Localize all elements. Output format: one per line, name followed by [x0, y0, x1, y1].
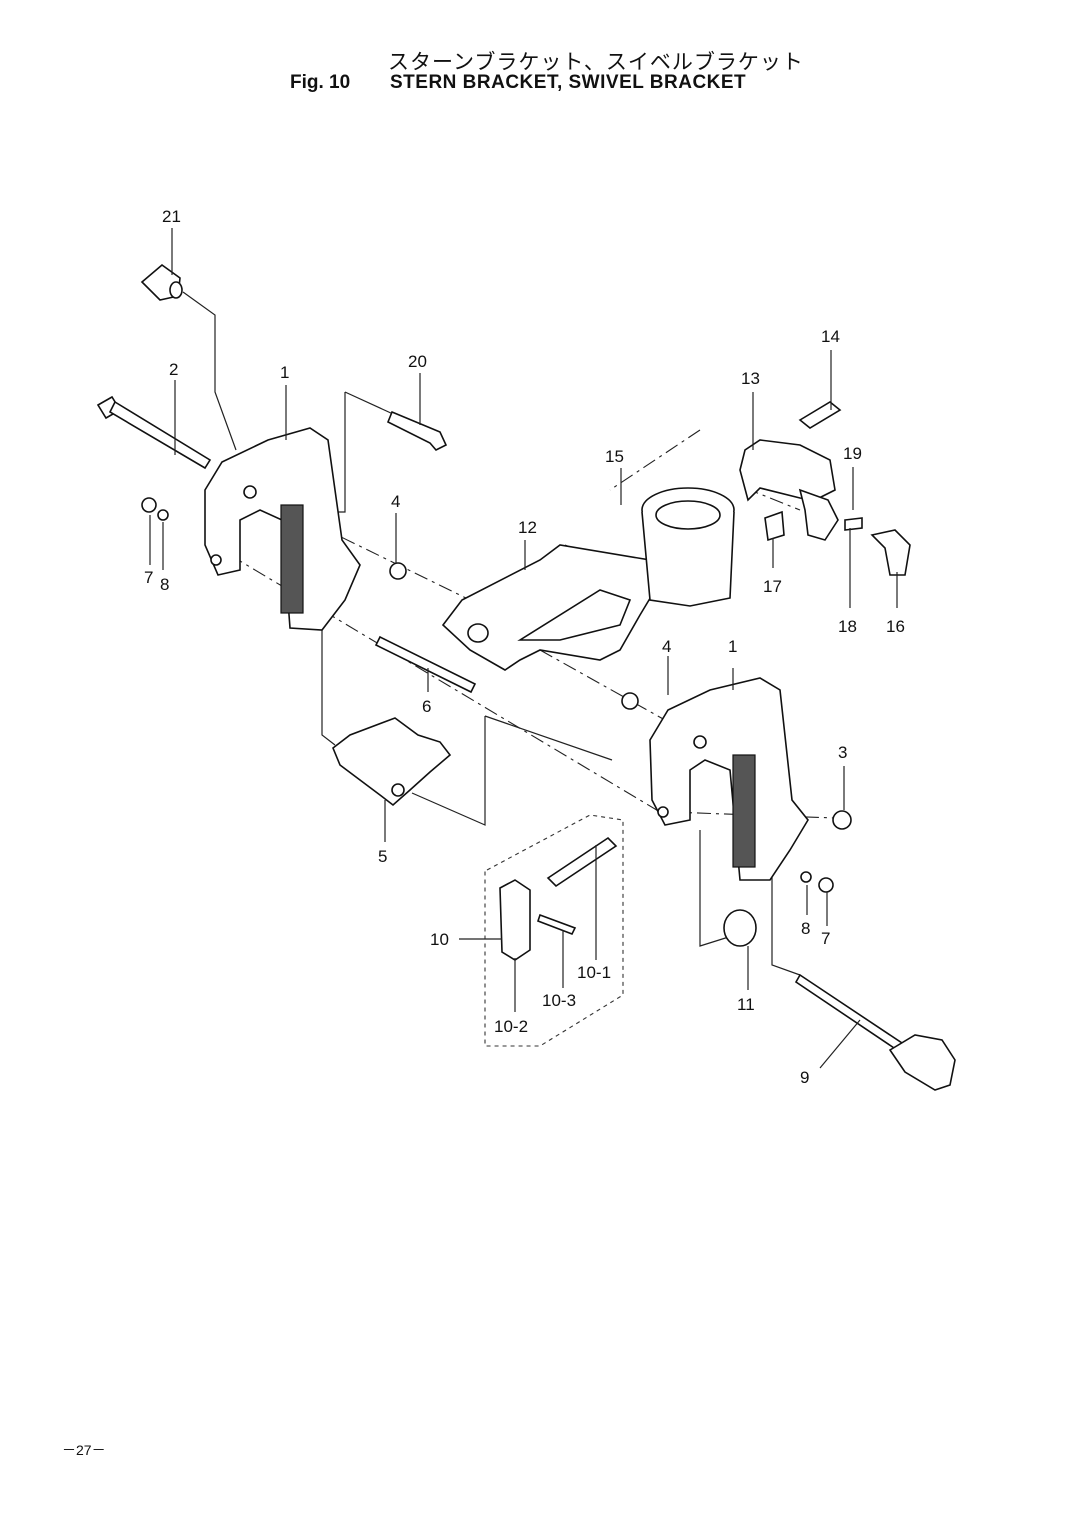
part-17-plate [764, 510, 785, 542]
part-7-8-nut-washer-left [141, 497, 169, 521]
callout-10-2: 10-2 [494, 1017, 528, 1036]
callout-10-1: 10-1 [577, 963, 611, 982]
title-english: STERN BRACKET, SWIVEL BRACKET [390, 72, 747, 93]
part-20-pin [386, 410, 448, 451]
part-4-washer-upper [389, 562, 407, 580]
part-14-bolt [798, 401, 842, 429]
part-2-bolt [96, 395, 212, 470]
part-12-swivel-bracket [441, 544, 656, 671]
part-15-sleeve [641, 487, 735, 607]
part-13-clamp [739, 439, 836, 502]
part-7-8-washer-nut-right [800, 871, 834, 893]
callout-14: 14 [821, 327, 840, 346]
part-1-stern-bracket-right [649, 677, 809, 881]
callout-8-right: 8 [801, 919, 810, 938]
callout-7-left: 7 [144, 568, 153, 587]
callout-4-lower: 4 [662, 637, 671, 656]
part-18-spring [844, 517, 863, 531]
callout-10-3: 10-3 [542, 991, 576, 1010]
part-21-bushing [140, 263, 183, 301]
part-10-2-lever [499, 879, 531, 961]
callout-3: 3 [838, 743, 847, 762]
callout-9: 9 [800, 1068, 809, 1087]
part-1-stern-bracket-left [204, 427, 361, 631]
callout-13: 13 [741, 369, 760, 388]
callout-18: 18 [838, 617, 857, 636]
callout-16: 16 [886, 617, 905, 636]
callout-11: 11 [737, 995, 755, 1014]
part-10-3-screw [536, 913, 577, 936]
callout-5: 5 [378, 847, 387, 866]
part-19-clip [798, 488, 839, 541]
callout-2: 2 [169, 360, 178, 379]
part-6-stud [374, 635, 477, 694]
part-9-tilt-rod [794, 973, 956, 1091]
callout-labels: 21 2 1 20 4 7 8 12 15 13 14 19 17 18 16 … [144, 207, 905, 1087]
part-3-nut [832, 810, 852, 830]
callout-8-left: 8 [160, 575, 169, 594]
part-4-washer-lower [621, 692, 639, 710]
page-number: －27－ [62, 1442, 106, 1458]
callout-21: 21 [162, 207, 181, 226]
callout-10: 10 [430, 930, 449, 949]
callout-20: 20 [408, 352, 427, 371]
part-10-1-rod [546, 836, 618, 888]
part-5-tilt-lock [332, 717, 452, 807]
callout-1-right: 1 [728, 637, 737, 656]
callout-15: 15 [605, 447, 624, 466]
leader-lines [149, 228, 898, 1069]
callout-6: 6 [422, 697, 431, 716]
title-japanese: スターンブラケット、スイベルブラケット [388, 50, 804, 74]
callout-7-right: 7 [821, 929, 830, 948]
figure-number: Fig. 10 [290, 72, 351, 93]
callout-1-left: 1 [280, 363, 289, 382]
callout-12: 12 [518, 518, 537, 537]
part-16-thumb-screw [870, 529, 911, 576]
callout-17: 17 [763, 577, 782, 596]
callout-19: 19 [843, 444, 862, 463]
callout-4-upper: 4 [391, 492, 400, 511]
part-11-cap [723, 909, 757, 947]
